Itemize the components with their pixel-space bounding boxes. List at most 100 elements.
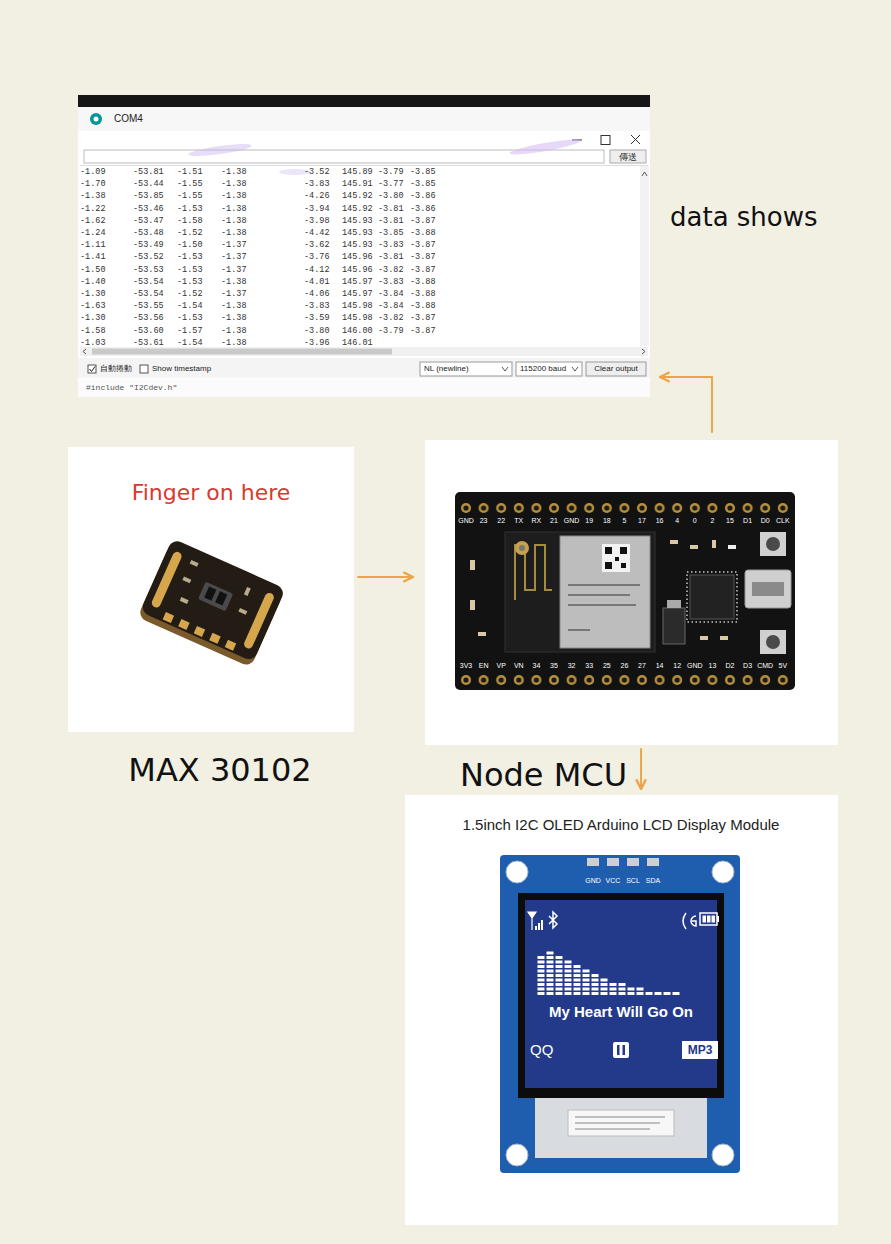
table-cell: -53.44 bbox=[133, 179, 164, 189]
table-cell: -1.38 bbox=[221, 204, 247, 214]
table-cell: 145.93 bbox=[342, 228, 373, 238]
esp32-board bbox=[766, 537, 780, 551]
white-panel bbox=[405, 795, 838, 1225]
pin-name: GND bbox=[458, 517, 474, 525]
table-cell: -1.58 bbox=[80, 326, 106, 336]
table-cell: -3.59 bbox=[304, 313, 330, 323]
table-cell: 145.91 bbox=[342, 179, 373, 189]
oled-module bbox=[535, 926, 537, 930]
pin-name: 35 bbox=[550, 662, 558, 670]
table-cell: -53.52 bbox=[133, 252, 164, 262]
code-line: #include "I2Cdev.h" bbox=[86, 383, 177, 393]
table-cell: -1.24 bbox=[80, 228, 106, 238]
esp32-board bbox=[760, 532, 786, 556]
table-cell: -1.63 bbox=[80, 301, 106, 311]
table-cell: 145.97 bbox=[342, 289, 373, 299]
table-cell: -1.55 bbox=[177, 179, 203, 189]
max30102-sensor bbox=[163, 612, 174, 623]
serial-monitor-screenshot bbox=[92, 349, 392, 355]
pin-name: VP bbox=[497, 662, 506, 670]
oled-module bbox=[528, 912, 536, 930]
button-label: Clear output bbox=[594, 364, 638, 374]
esp32-board bbox=[621, 563, 626, 568]
oled-module bbox=[717, 916, 719, 922]
table-cell: -3.81 bbox=[378, 204, 404, 214]
serial-monitor-screenshot bbox=[586, 362, 646, 376]
table-cell: -3.81 bbox=[378, 252, 404, 262]
max30102-sensor bbox=[238, 608, 247, 615]
esp32-board bbox=[752, 582, 784, 596]
pin-name: D2 bbox=[726, 662, 735, 670]
panel-title: 1.5inch I2C OLED Arduino LCD Display Mod… bbox=[463, 816, 780, 834]
serial-monitor-screenshot bbox=[88, 365, 96, 373]
table-cell: -53.60 bbox=[133, 326, 164, 336]
table-cell: -3.82 bbox=[378, 265, 404, 275]
max30102-sensor bbox=[198, 582, 233, 612]
pin-name: D0 bbox=[761, 517, 770, 525]
esp32-board bbox=[690, 575, 734, 619]
pin-name: 34 bbox=[532, 662, 540, 670]
table-cell: -53.49 bbox=[133, 240, 164, 250]
table-cell: -53.85 bbox=[133, 191, 164, 201]
serial-monitor-screenshot bbox=[78, 95, 650, 397]
table-cell: -3.80 bbox=[304, 326, 330, 336]
screen-text: QQ bbox=[530, 1041, 553, 1059]
esp32-board bbox=[687, 572, 737, 622]
checkbox-label: Show timestamp bbox=[152, 364, 211, 374]
oled-module bbox=[535, 1098, 707, 1158]
oled-module bbox=[682, 1041, 718, 1059]
table-cell: -53.56 bbox=[133, 313, 164, 323]
oled-module bbox=[647, 858, 659, 866]
serial-monitor-screenshot bbox=[610, 150, 646, 163]
table-cell: 145.92 bbox=[342, 191, 373, 201]
table-cell: -3.84 bbox=[378, 301, 404, 311]
max30102-sensor bbox=[243, 591, 276, 649]
max30102-sensor bbox=[244, 587, 251, 596]
handwritten-note: data shows bbox=[670, 202, 818, 233]
white-panel bbox=[68, 440, 838, 1225]
table-cell: -53.48 bbox=[133, 228, 164, 238]
table-cell: -3.76 bbox=[304, 252, 330, 262]
table-cell: -53.46 bbox=[133, 204, 164, 214]
table-cell: -1.54 bbox=[177, 338, 203, 348]
esp32-board bbox=[712, 540, 716, 548]
esp32-board bbox=[663, 608, 685, 644]
table-cell: 145.92 bbox=[342, 204, 373, 214]
oled-module bbox=[500, 855, 740, 1173]
table-cell: -1.37 bbox=[221, 240, 247, 250]
esp32-board bbox=[602, 544, 630, 572]
table-cell: -1.40 bbox=[80, 277, 106, 287]
table-cell: 145.93 bbox=[342, 216, 373, 226]
oled-module bbox=[568, 1110, 674, 1136]
table-cell: -53.53 bbox=[133, 265, 164, 275]
table-cell: -3.80 bbox=[378, 191, 404, 201]
table-cell: -53.61 bbox=[133, 338, 164, 348]
table-cell: -1.38 bbox=[221, 338, 247, 348]
pin-name: 5 bbox=[622, 517, 626, 525]
esp32-board bbox=[615, 557, 619, 561]
table-cell: -1.50 bbox=[80, 265, 106, 275]
table-cell: -53.54 bbox=[133, 289, 164, 299]
serial-monitor-screenshot bbox=[94, 117, 99, 122]
arrow-connector bbox=[358, 576, 413, 578]
pin-name: CLK bbox=[776, 517, 790, 525]
table-cell: -53.47 bbox=[133, 216, 164, 226]
serial-monitor-screenshot bbox=[502, 367, 508, 371]
handwritten-heading: MAX 30102 bbox=[128, 751, 311, 789]
table-cell: -1.38 bbox=[221, 277, 247, 287]
table-cell: -3.83 bbox=[304, 179, 330, 189]
oled-module bbox=[617, 1045, 620, 1055]
oled-module bbox=[506, 1144, 528, 1166]
esp32-board bbox=[457, 502, 791, 514]
max30102-sensor bbox=[225, 640, 236, 651]
table-cell: -1.53 bbox=[177, 313, 203, 323]
table-cell: -3.84 bbox=[378, 289, 404, 299]
esp32-board bbox=[670, 540, 678, 544]
serial-monitor-screenshot bbox=[78, 95, 650, 397]
table-cell: -4.06 bbox=[304, 289, 330, 299]
table-cell: -3.96 bbox=[304, 338, 330, 348]
esp32-board bbox=[605, 562, 612, 569]
oled-module bbox=[623, 1045, 626, 1055]
max30102-sensor bbox=[215, 591, 227, 605]
